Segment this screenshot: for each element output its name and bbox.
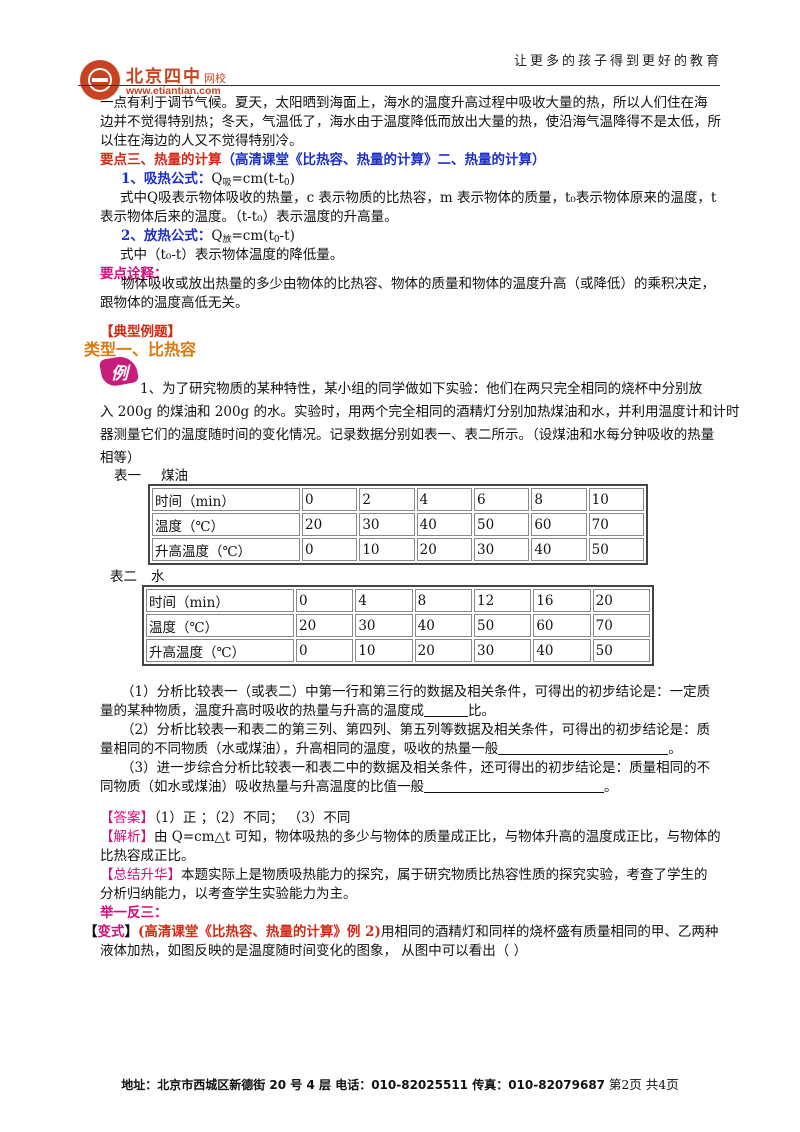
table-cell: 0 [296, 639, 354, 662]
table-cell: 30 [473, 639, 532, 662]
intro-line-3: 以住在海边的人又不觉得特别冷。 [100, 133, 303, 149]
table-cell: 30 [359, 513, 415, 536]
note-line-2: 跟物体的温度高低无关。 [100, 295, 249, 311]
point3-heading: 要点三、热量的计算（高清课堂《比热容、热量的计算》二、热量的计算） [100, 151, 546, 169]
table-cell: 10 [588, 488, 644, 511]
page-number: 第2页 共4页 [608, 1077, 679, 1092]
school-logo: 北京四中网校 www.etiantian.com [80, 60, 245, 106]
intro-line-2: 边并不觉得特别热；冬天，气温低了，海水由于温度降低而放出大量的热，使沿海气温降得… [100, 114, 721, 130]
examples-heading: 【典型例题】 [100, 324, 181, 340]
answer-blank-1[interactable] [424, 702, 468, 717]
q1-line-3: 器测量它们的温度随时间的变化情况。记录数据分别如表一、表二所示。（设煤油和水每分… [100, 427, 715, 443]
table-cell: 30 [473, 538, 530, 561]
point3-title: 要点三、热量的计算 [100, 152, 222, 168]
table-cell: 50 [592, 639, 650, 662]
point3-course-link[interactable]: （高清课堂《比热容、热量的计算》二、热量的计算） [221, 152, 546, 168]
table-cell: 40 [531, 538, 587, 561]
intro-line-1: 一点有利于调节气候。夏天，太阳晒到海面上，海水的温度升高过程中吸收大量的热，所以… [100, 95, 708, 111]
table-cell: 时间（min） [146, 589, 294, 612]
table-cell: 40 [416, 513, 472, 536]
release-formula: 2、放热公式：Q放=cm(t0-t) [121, 228, 295, 245]
question-1-line-1: （1）分析比较表一（或表二）中第一行和第三行的数据及相关条件，可得出的初步结论是… [121, 684, 711, 700]
q1-line-2: 入 200g 的煤油和 200g 的水。实验时，用两个完全相同的酒精灯分别加热煤… [100, 404, 740, 420]
table-cell: 升高温度（℃） [152, 538, 300, 561]
note-line-1: 物体吸收或放出热量的多少由物体的比热容、物体的质量和物体的温度升高（或降低）的乘… [121, 276, 715, 292]
variant-heading: 举一反三： [100, 905, 168, 921]
analysis-line-2: 比热容成正比。 [100, 848, 195, 864]
header-slogan: 让更多的孩子得到更好的教育 [513, 54, 722, 69]
table-cell: 8 [414, 589, 472, 612]
absorb-formula: 1、吸热公式：Q吸=cm(t-t0) [121, 171, 295, 188]
variant-course-link[interactable]: (高清课堂《比热容、热量的计算》例 2) [138, 924, 381, 940]
q1-line-4: 相等） [100, 450, 141, 466]
table-cell: 70 [592, 614, 650, 637]
absorb-desc-2: 表示物体后来的温度。（t-t₀）表示温度的升高量。 [100, 209, 398, 225]
table-cell: 50 [588, 538, 644, 561]
summary-line-1: 【总结升华】本题实际上是物质吸热能力的探究，属于研究物质比热容性质的探究实验，考… [100, 867, 708, 883]
table-cell: 20 [416, 538, 472, 561]
table-cell: 16 [533, 589, 591, 612]
absorb-desc-1: 式中Q吸表示物体吸收的热量，c 表示物质的比热容，m 表示物体的质量，t₀表示物… [120, 190, 717, 206]
table-cell: 50 [473, 614, 532, 637]
page-footer: 地址：北京市西城区新德街 20 号 4 层 电话：010-82025511 传真… [121, 1077, 679, 1092]
table-cell: 40 [414, 614, 472, 637]
table-cell: 60 [533, 614, 591, 637]
summary-line-2: 分析归纳能力，以考查学生实验能力为主。 [100, 886, 357, 902]
logo-url: www.etiantian.com [126, 85, 221, 97]
table-cell: 20 [592, 589, 650, 612]
question-2-line-2: 量相同的不同物质（水或煤油），升高相同的温度，吸收的热量一般。 [100, 740, 682, 757]
answer-line: 【答案】（1）正 ；（2）不同； （3）不同 [100, 810, 351, 826]
table-cell: 20 [302, 513, 358, 536]
question-1-line-2: 量的某种物质，温度升高时吸收的热量与升高的温度成比。 [100, 702, 495, 719]
table-cell: 70 [588, 513, 644, 536]
table-cell: 温度（℃） [152, 513, 300, 536]
release-desc: 式中（t₀-t）表示物体温度的降低量。 [120, 247, 344, 263]
table-cell: 20 [296, 614, 354, 637]
example-badge-label: 例 [111, 364, 128, 384]
table-cell: 20 [414, 639, 472, 662]
table-cell: 60 [531, 513, 587, 536]
question-2-line-1: （2）分析比较表一和表二的第三列、第四列、第五列等数据及相关条件，可得出的初步结… [121, 722, 711, 738]
table-cell: 6 [473, 488, 530, 511]
table-cell: 8 [531, 488, 587, 511]
table-cell: 升高温度（℃） [146, 639, 294, 662]
table-cell: 10 [359, 538, 415, 561]
table-cell: 50 [473, 513, 530, 536]
table-cell: 10 [355, 639, 413, 662]
logo-emblem-icon [80, 60, 120, 100]
question-3-line-2: 同物质（如水或煤油）吸收热量与升高温度的比值一般。 [100, 778, 618, 795]
header-divider [78, 85, 720, 86]
table-cell: 2 [359, 488, 415, 511]
table-cell: 0 [296, 589, 354, 612]
table-cell: 时间（min） [152, 488, 300, 511]
type1-heading: 类型一、比热容 [84, 340, 197, 359]
table-cell: 40 [533, 639, 591, 662]
table-cell: 温度（℃） [146, 614, 294, 637]
answer-blank-2[interactable] [498, 740, 669, 755]
variant-line-1: 【变式】(高清课堂《比热容、热量的计算》例 2)用相同的酒精灯和同样的烧杯盛有质… [84, 924, 719, 940]
answer-blank-3[interactable] [424, 778, 604, 793]
note-title: 要点诠释： [100, 266, 168, 282]
table-cell: 4 [355, 589, 413, 612]
logo-name: 北京四中网校 [126, 67, 226, 87]
table-cell: 0 [302, 488, 358, 511]
variant-line-2: 液体加热，如图反映的是温度随时间变化的图象， 从图中可以看出（ ） [100, 943, 528, 959]
q1-line-1: 1、为了研究物质的某种特性，某小组的同学做如下实验：他们在两只完全相同的烧杯中分… [140, 381, 703, 397]
question-3-line-1: （3）进一步综合分析比较表一和表二中的数据及相关条件，还可得出的初步结论是：质量… [121, 760, 711, 776]
table2-caption: 表二水 [110, 569, 165, 585]
table-cell: 0 [302, 538, 358, 561]
table-cell: 12 [473, 589, 532, 612]
analysis-line-1: 【解析】由 Q=cm△t 可知，物体吸热的多少与物体的质量成正比，与物体升高的温… [100, 829, 721, 845]
table-cell: 4 [416, 488, 472, 511]
table1-caption: 表一煤油 [114, 468, 188, 484]
table-cell: 30 [355, 614, 413, 637]
